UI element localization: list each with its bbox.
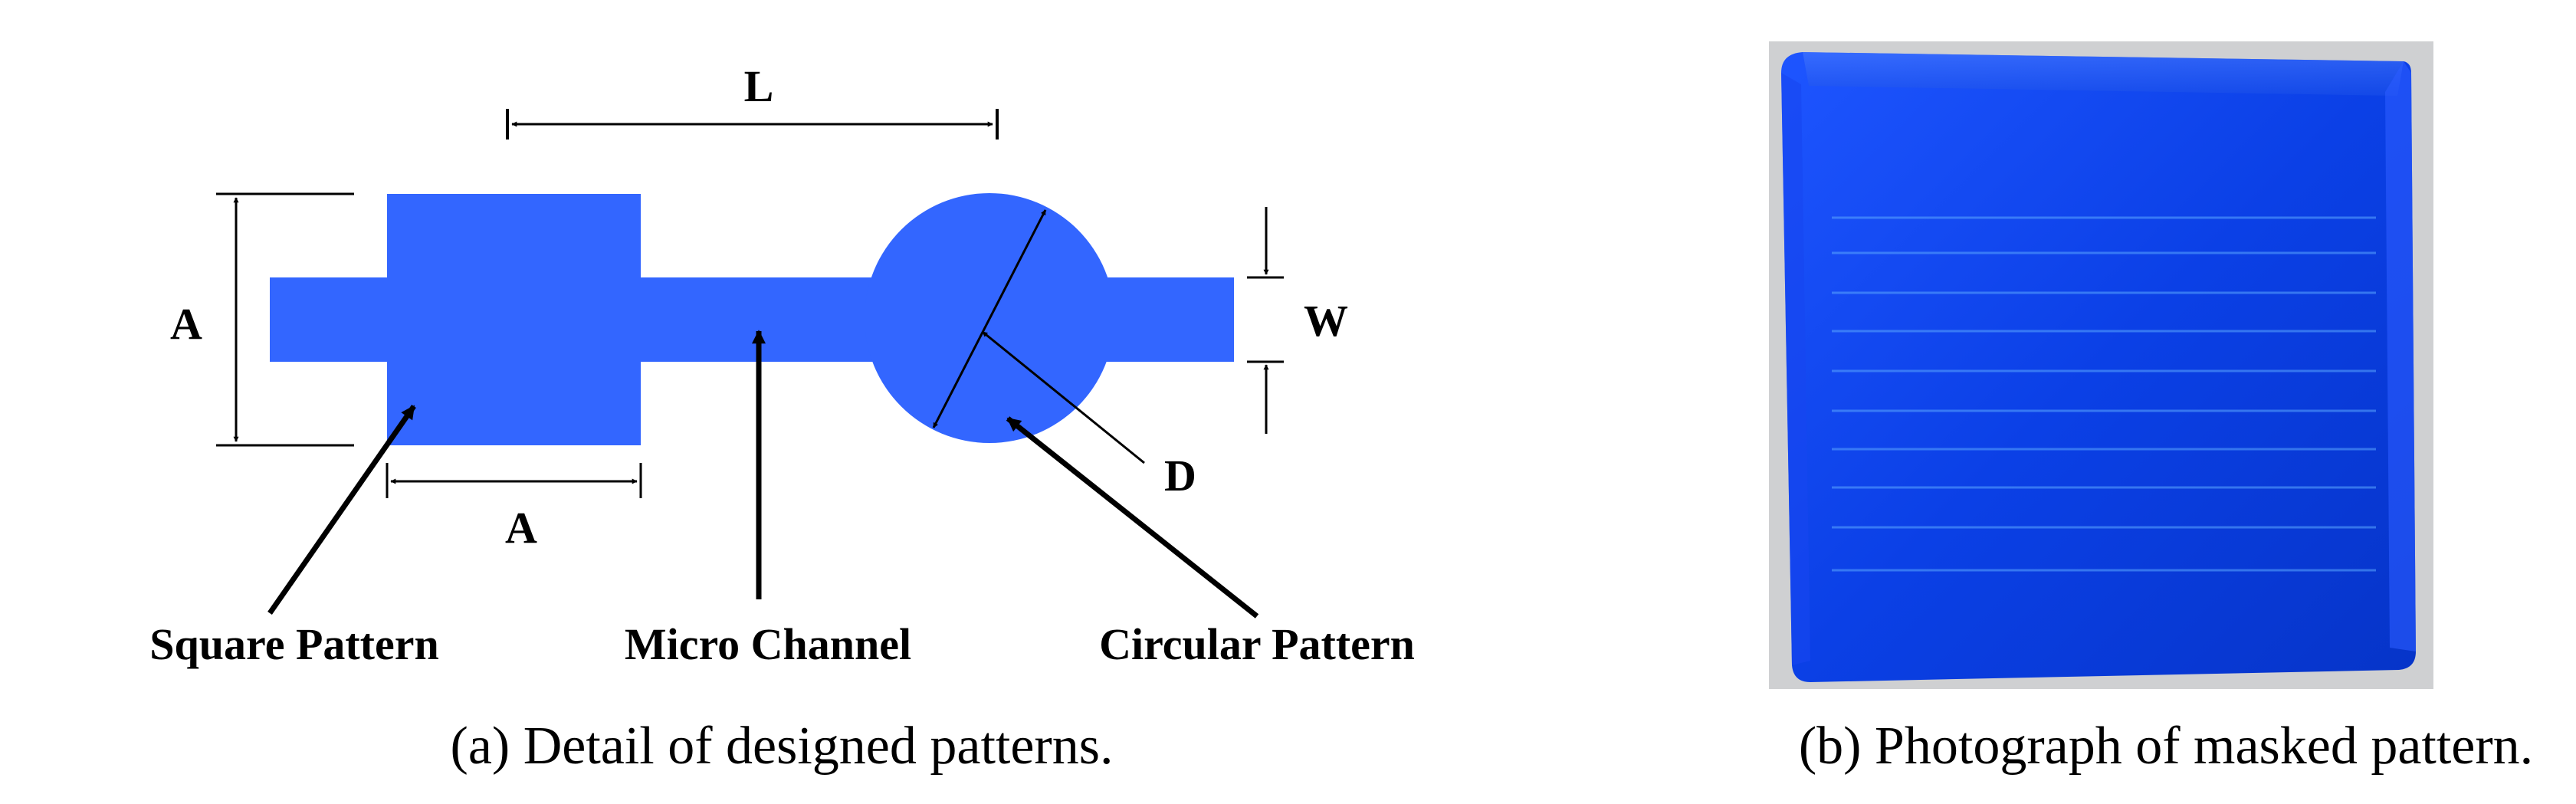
- dimension-label-A-vertical: A: [170, 299, 202, 349]
- callout-micro-channel: Micro Channel: [625, 619, 911, 669]
- glass-right-edge: [2385, 61, 2416, 651]
- glass-top-edge: [1803, 52, 2404, 96]
- panel-a-diagram: L A A W D: [149, 61, 1415, 776]
- dimension-L: [506, 109, 999, 139]
- callout-circular-pattern: Circular Pattern: [1099, 619, 1415, 669]
- dimension-W: [1247, 207, 1284, 434]
- dimension-label-A-horizontal: A: [505, 503, 537, 553]
- dimension-label-D: D: [1164, 451, 1196, 500]
- pattern-shape: [270, 193, 1234, 445]
- dimension-D: [932, 209, 1145, 464]
- glass-left-edge: [1781, 73, 1810, 665]
- masked-glass-block: [1781, 52, 2416, 682]
- dimension-label-W: W: [1304, 296, 1348, 346]
- circular-pattern-arrow: [1006, 416, 1259, 619]
- dimension-A-horizontal: [386, 463, 642, 498]
- panel-b-photo: (b) Photograph of masked pattern.: [1769, 41, 2533, 776]
- dimension-label-L: L: [744, 61, 774, 111]
- channel-left-stub: [270, 277, 392, 362]
- square-pattern-shape: [387, 194, 641, 445]
- square-pattern-arrow: [267, 405, 416, 615]
- callout-arrows: [267, 330, 1259, 619]
- caption-b: (b) Photograph of masked pattern.: [1799, 717, 2533, 776]
- caption-a: (a) Detail of designed patterns.: [451, 717, 1114, 776]
- callout-square-pattern: Square Pattern: [149, 619, 439, 669]
- dimension-A-vertical: [216, 192, 354, 447]
- channel-right-stub: [1092, 277, 1234, 362]
- channel-lines: [1832, 216, 2376, 572]
